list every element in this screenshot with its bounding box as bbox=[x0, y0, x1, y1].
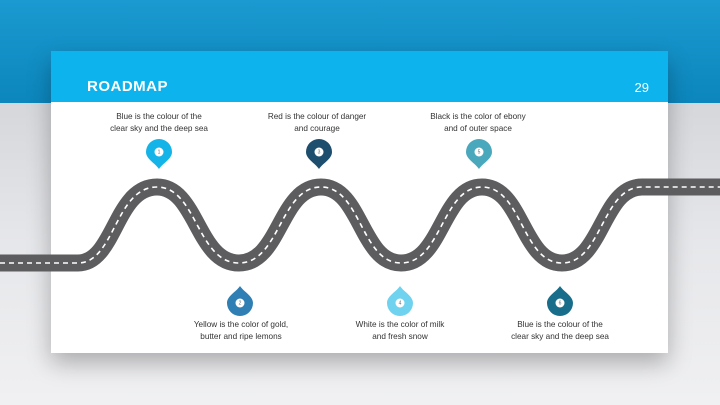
pin-number-2: 2 bbox=[239, 301, 242, 307]
milestone-pin-5: 5 bbox=[466, 139, 492, 169]
caption-line: butter and ripe lemons bbox=[200, 331, 282, 341]
caption-line: Blue is the colour of the bbox=[116, 112, 202, 121]
milestone-caption-5: Black is the color of ebony and of outer… bbox=[403, 111, 553, 134]
caption-line: White is the color of milk bbox=[355, 320, 445, 329]
caption-line: Red is the colour of danger bbox=[267, 112, 367, 121]
road bbox=[0, 178, 720, 272]
caption-line: and fresh snow bbox=[372, 331, 428, 341]
road-center-line bbox=[0, 186, 720, 264]
caption-line: clear sky and the deep sea bbox=[110, 123, 208, 133]
page-number: 29 bbox=[634, 80, 649, 95]
milestone-caption-6: Blue is the colour of the clear sky and … bbox=[485, 319, 635, 342]
milestone-caption-3: Red is the colour of danger and courage bbox=[242, 111, 392, 134]
milestone-pin-3: 3 bbox=[306, 139, 332, 169]
milestone-caption-4: White is the color of milk and fresh sno… bbox=[325, 319, 475, 342]
caption-line: and courage bbox=[294, 123, 340, 133]
pin-number-5: 5 bbox=[478, 150, 481, 156]
caption-line: Blue is the colour of the bbox=[517, 320, 603, 329]
milestone-pin-6: 6 bbox=[547, 286, 573, 316]
caption-line: clear sky and the deep sea bbox=[511, 331, 609, 341]
slide-header: ROADMAP 29 bbox=[51, 51, 668, 102]
milestone-caption-2: Yellow is the color of gold, butter and … bbox=[166, 319, 316, 342]
pin-number-6: 6 bbox=[559, 301, 562, 307]
pin-number-1: 1 bbox=[158, 150, 161, 156]
caption-line: and of outer space bbox=[444, 123, 512, 133]
milestone-pin-2: 2 bbox=[227, 286, 253, 316]
slide-title: ROADMAP bbox=[87, 78, 168, 95]
caption-line: Black is the color of ebony bbox=[430, 112, 526, 121]
caption-line: Yellow is the color of gold, bbox=[193, 320, 289, 329]
milestone-pin-4: 4 bbox=[387, 286, 413, 316]
milestone-caption-1: Blue is the colour of the clear sky and … bbox=[84, 111, 234, 134]
pin-number-4: 4 bbox=[399, 301, 402, 307]
pin-number-3: 3 bbox=[318, 150, 321, 156]
milestone-pin-1: 1 bbox=[146, 139, 172, 169]
